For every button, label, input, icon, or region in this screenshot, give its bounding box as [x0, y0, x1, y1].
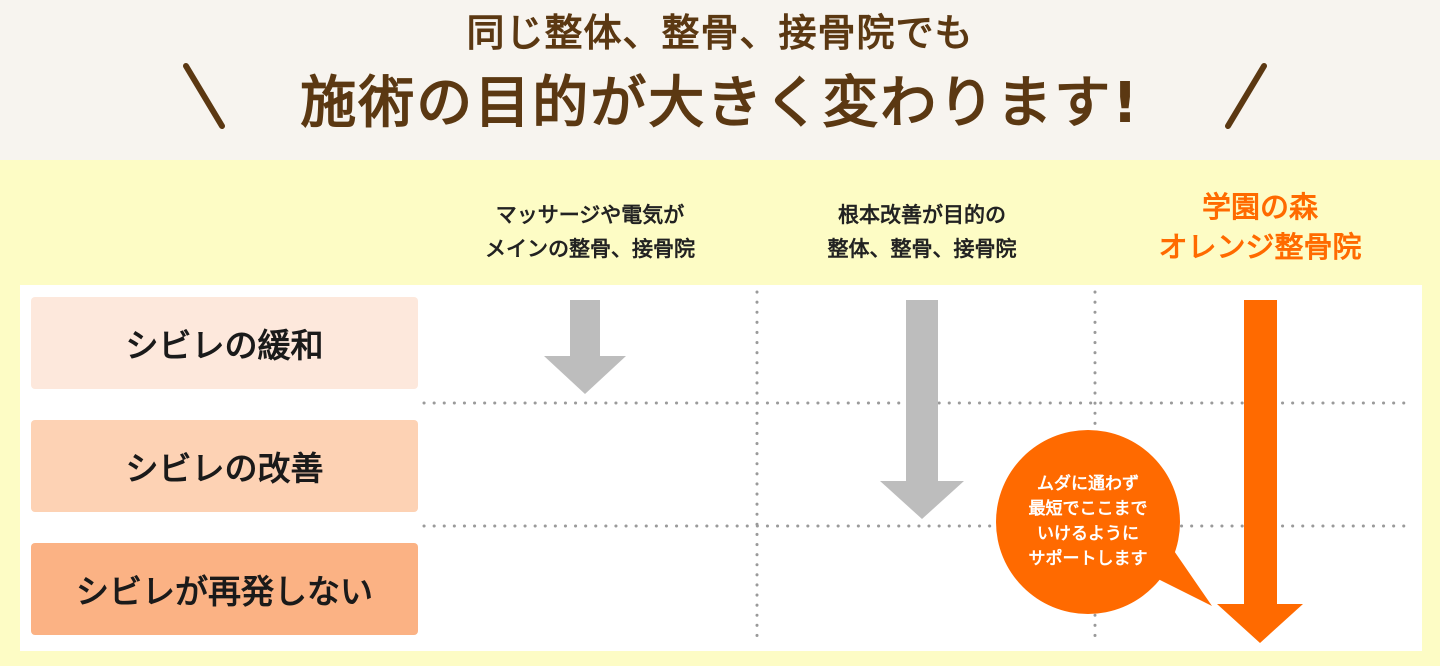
- column-header-orange-clinic: 学園の森 オレンジ整骨院: [1100, 187, 1420, 267]
- column-header-line: 整体、整骨、接骨院: [827, 237, 1017, 261]
- column-header-line: オレンジ整骨院: [1158, 230, 1362, 264]
- column-header-line: メインの整骨、接骨院: [485, 237, 695, 261]
- speech-bubble-line: 最短でここまで: [1028, 499, 1148, 519]
- speech-bubble-line: ムダに通わず: [1037, 474, 1139, 494]
- speech-bubble-line: いけるように: [1037, 524, 1139, 544]
- row-label-improvement: シビレの改善: [31, 420, 418, 512]
- right-slash-decoration: [1225, 63, 1267, 129]
- row-label-no-recurrence: シビレが再発しない: [31, 543, 418, 635]
- arrow-down-gray-medium: [880, 300, 964, 519]
- column-header-root-improvement: 根本改善が目的の 整体、整骨、接骨院: [762, 198, 1082, 266]
- speech-bubble: ムダに通わず 最短でここまで いけるように サポートします: [996, 430, 1180, 614]
- arrow-down-gray-short: [544, 300, 626, 394]
- speech-bubble-line: サポートします: [1028, 549, 1148, 569]
- headline-subtitle: 同じ整体、整骨、接骨院でも: [466, 11, 974, 55]
- column-header-line: 学園の森: [1201, 190, 1318, 224]
- arrow-down-orange-long: [1217, 300, 1303, 643]
- headline-title: 施術の目的が大きく変わります!: [300, 71, 1140, 136]
- left-slash-decoration: [183, 63, 225, 129]
- column-header-massage: マッサージや電気が メインの整骨、接骨院: [430, 198, 750, 266]
- column-header-line: マッサージや電気が: [495, 203, 685, 227]
- column-header-line: 根本改善が目的の: [838, 203, 1006, 227]
- row-label-relief: シビレの緩和: [31, 297, 418, 389]
